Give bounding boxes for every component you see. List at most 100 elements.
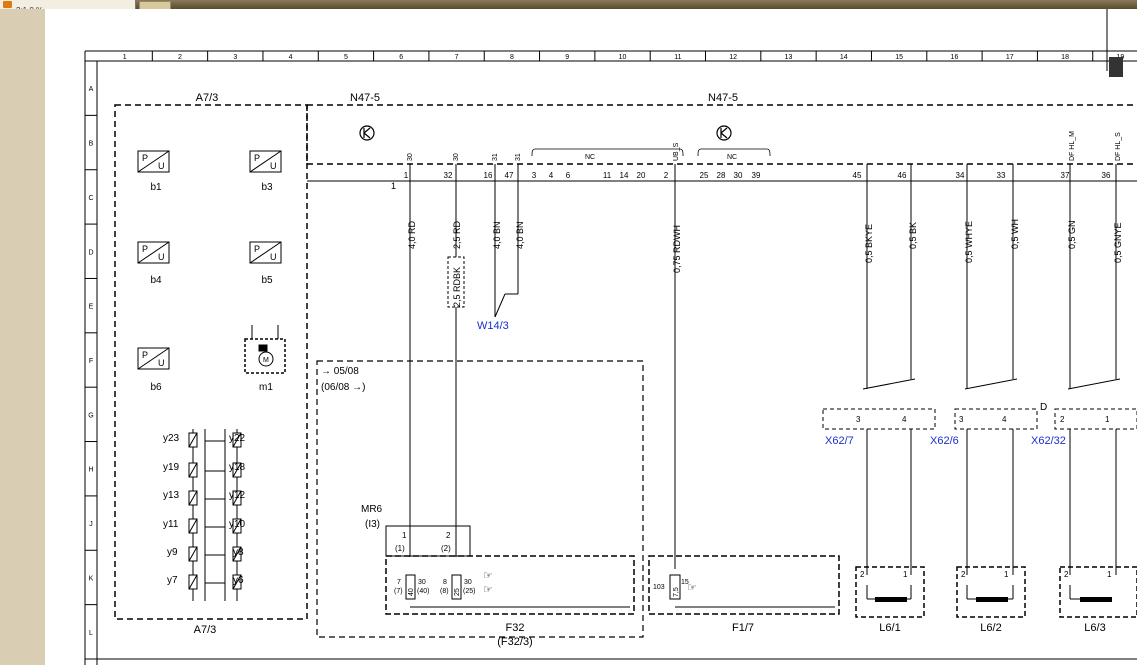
splice-box	[447, 256, 465, 308]
row-label: L	[89, 630, 93, 637]
svg-text:y22: y22	[229, 433, 246, 444]
svg-text:P: P	[142, 350, 148, 360]
svg-text:U: U	[270, 161, 277, 171]
b5-label: b5	[261, 275, 273, 286]
svg-text:28: 28	[717, 171, 726, 180]
pressure-sensor-b6: PU	[137, 347, 170, 370]
row-label: B	[89, 141, 94, 148]
svg-text:103: 103	[653, 584, 665, 591]
svg-text:25: 25	[700, 171, 709, 180]
w14-3-label[interactable]: W14/3	[477, 320, 509, 332]
nc-label-left: NC	[585, 154, 595, 161]
valve-diagonal	[188, 518, 198, 534]
valve-labels-left: y23 y19 y13 y11 y9 y7	[163, 433, 180, 586]
svg-text:33: 33	[997, 171, 1006, 180]
valve-block	[192, 429, 238, 601]
svg-text:1: 1	[1105, 415, 1110, 424]
svg-text:30: 30	[418, 579, 426, 586]
column-label: 15	[895, 54, 903, 61]
svg-text:0,5 BK: 0,5 BK	[908, 222, 918, 249]
hand-pointer-icon[interactable]: ☞	[687, 582, 697, 594]
mr6-label: MR6	[361, 504, 383, 515]
svg-text:25: 25	[454, 588, 461, 596]
x62-7-label[interactable]: X62/7	[825, 435, 854, 447]
d-label: D	[1040, 402, 1047, 413]
page-corner-marker	[1106, 9, 1123, 77]
svg-text:47: 47	[505, 171, 514, 180]
b1-label: b1	[150, 182, 162, 193]
svg-text:0,5 BKYE: 0,5 BKYE	[864, 224, 874, 263]
svg-text:1: 1	[1107, 570, 1112, 579]
wire-labels: 4,0 RD 2,5 RD 2,5 RDBK 4,0 BN 4,0 BN 0,7…	[407, 219, 1123, 307]
row-label: J	[89, 521, 93, 528]
svg-text:y7: y7	[167, 575, 178, 586]
svg-text:3: 3	[532, 171, 537, 180]
svg-text:4,0 BN: 4,0 BN	[492, 221, 502, 249]
svg-text:P: P	[254, 153, 260, 163]
mr6-pins: 1(1) 2(2)	[395, 531, 451, 553]
document-tab[interactable]: 2:1.0 %	[0, 0, 136, 15]
svg-text:20: 20	[637, 171, 646, 180]
valve-diagonal	[188, 462, 198, 478]
svg-text:y12: y12	[229, 490, 246, 501]
column-label: 5	[344, 54, 348, 61]
svg-text:(1): (1)	[395, 544, 405, 553]
valve-diagonal	[232, 546, 242, 562]
svg-text:DF HL_S: DF HL_S	[1115, 132, 1122, 161]
a7-3-box	[114, 104, 308, 620]
column-ticks: 12345678910111213141516171819	[123, 51, 1124, 61]
svg-text:2: 2	[961, 570, 966, 579]
pressure-sensor-b3: PU	[249, 150, 282, 173]
svg-text:(25): (25)	[463, 588, 475, 595]
svg-text:1: 1	[404, 171, 409, 180]
svg-text:36: 36	[1102, 171, 1111, 180]
x62-32-label[interactable]: X62/32	[1031, 435, 1066, 447]
hand-pointer-icon[interactable]: ☞	[483, 570, 493, 582]
fuse-labels: 7(7) 40 30(40) 8(8) 25 30(25)	[394, 579, 475, 596]
svg-text:1: 1	[1004, 570, 1009, 579]
n47-5-left-label: N47-5	[350, 92, 380, 104]
svg-text:7,5: 7,5	[673, 587, 680, 597]
svg-text:P: P	[142, 244, 148, 254]
svg-text:2: 2	[664, 171, 669, 180]
svg-text:6: 6	[566, 171, 571, 180]
valve-diagonal	[188, 432, 198, 448]
svg-text:2,5 RD: 2,5 RD	[452, 220, 462, 249]
n47-5-box	[306, 104, 1137, 165]
svg-text:31: 31	[492, 153, 499, 161]
pin-numbers: 1 32 16 47 3 4 6 11 14 20 2 25 28 30 39 …	[404, 171, 1111, 180]
valve-diagonal	[188, 574, 198, 590]
svg-text:y10: y10	[229, 519, 246, 530]
secondary-tab[interactable]	[139, 1, 171, 10]
app-title-bar	[0, 0, 1137, 9]
svg-text:DF HL_M: DF HL_M	[1069, 131, 1076, 161]
svg-text:40: 40	[408, 588, 415, 596]
row-label: C	[88, 195, 93, 202]
x62-6-label[interactable]: X62/6	[930, 435, 959, 447]
valve-labels-right: y22 y18 y12 y10 y8 y6	[229, 433, 246, 586]
a7-3-bottom-label: A7/3	[194, 624, 217, 636]
l6-2-label: L6/2	[980, 622, 1001, 634]
svg-text:46: 46	[898, 171, 907, 180]
hand-pointer-icon[interactable]: ☞	[483, 584, 493, 596]
valve-diagonal	[232, 518, 242, 534]
wires	[409, 164, 1121, 575]
svg-text:8: 8	[443, 579, 447, 586]
b3-label: b3	[261, 182, 273, 193]
b4-label: b4	[150, 275, 162, 286]
f1-7-label: F1/7	[732, 622, 754, 634]
connector-one-label: 1	[391, 181, 396, 191]
svg-text:(8): (8)	[440, 588, 449, 595]
svg-text:30: 30	[453, 153, 460, 161]
top-pin-codes: 30 30 31 31 UB_S DF HL_M DF HL_S	[407, 131, 1122, 161]
left-panel	[0, 9, 45, 665]
svg-text:2: 2	[1060, 415, 1065, 424]
valve-diagonal	[232, 574, 242, 590]
svg-text:16: 16	[484, 171, 493, 180]
valve-diagonal	[188, 546, 198, 562]
f32-label: F32	[506, 622, 525, 634]
date-label-2: (06/08 →)	[321, 382, 365, 393]
transistor-icon	[359, 125, 375, 141]
svg-text:2,5 RDBK: 2,5 RDBK	[452, 267, 462, 307]
